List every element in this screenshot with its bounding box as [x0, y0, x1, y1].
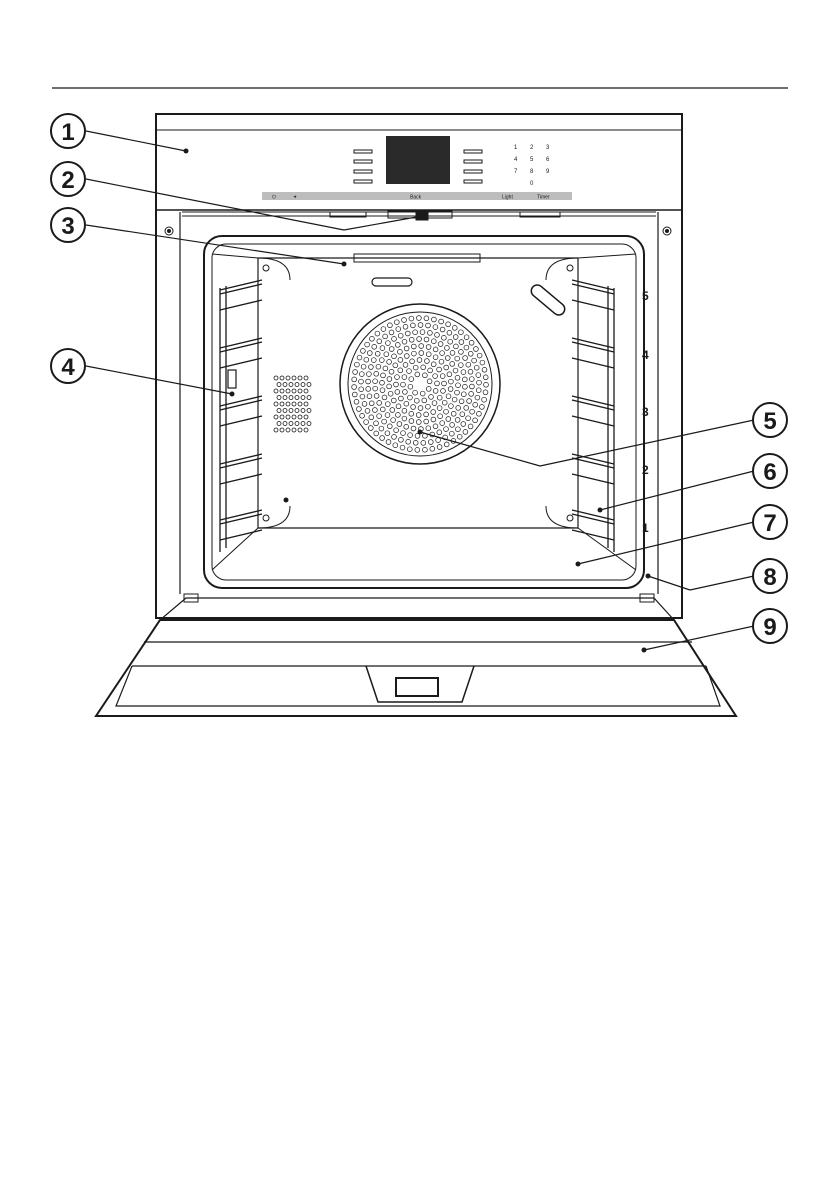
svg-text:1: 1	[61, 119, 74, 146]
svg-text:5: 5	[763, 408, 776, 435]
shelf-level-3: 3	[642, 405, 649, 419]
left-sensor-keys	[354, 150, 372, 183]
svg-text:4: 4	[61, 354, 75, 381]
keypad-key: 0	[530, 181, 534, 187]
keypad-key: 6	[546, 157, 550, 163]
air-vent-grid	[274, 376, 311, 432]
svg-text:2: 2	[61, 167, 74, 194]
keypad-key: 1	[514, 145, 518, 151]
callout-leaders	[86, 131, 754, 650]
fan-cover	[340, 304, 500, 464]
screws	[165, 227, 671, 235]
shelf-level-5: 5	[642, 289, 649, 303]
keypad-key: 7	[514, 169, 518, 175]
callout-3: 3	[51, 208, 85, 242]
favourites-key-label: ✦	[293, 195, 297, 201]
keypad-key: 4	[514, 157, 518, 163]
control-panel: 1 2 3 4 5 6 7 8 9 0 ⏻ ✦ Back Light Timer	[262, 136, 572, 201]
callout-5: 5	[753, 403, 787, 437]
door-handle	[396, 678, 438, 696]
right-sensor-keys	[464, 150, 482, 183]
power-key-label: ⏻	[272, 195, 276, 201]
svg-text:9: 9	[763, 614, 776, 641]
callout-4: 4	[51, 349, 85, 383]
shelf-level-2: 2	[642, 463, 649, 477]
runner-clip	[228, 370, 236, 388]
light-key-label: Light	[502, 195, 513, 201]
svg-text:6: 6	[763, 459, 776, 486]
timer-key-label: Timer	[537, 195, 550, 201]
callout-9: 9	[753, 609, 787, 643]
callout-6: 6	[753, 454, 787, 488]
callout-7: 7	[753, 505, 787, 539]
keypad-key: 9	[546, 169, 550, 175]
svg-text:7: 7	[763, 510, 776, 537]
callout-8: 8	[753, 559, 787, 593]
left-side-runners	[220, 280, 262, 552]
svg-text:8: 8	[763, 564, 776, 591]
callout-2: 2	[51, 162, 85, 196]
shelf-level-4: 4	[642, 348, 649, 362]
keypad-key: 3	[546, 145, 550, 151]
number-keypad: 1 2 3 4 5 6 7 8 9 0	[514, 145, 550, 187]
display-screen	[386, 136, 450, 184]
back-key-label: Back	[410, 195, 422, 201]
shelf-level-1: 1	[642, 521, 649, 535]
keypad-key: 8	[530, 169, 534, 175]
oven-cavity	[204, 236, 644, 588]
svg-text:3: 3	[61, 213, 74, 240]
callout-1: 1	[51, 114, 85, 148]
oven-door	[96, 594, 736, 716]
callout-anchor-dots	[184, 149, 651, 653]
keypad-key: 5	[530, 157, 534, 163]
keypad-key: 2	[530, 145, 534, 151]
